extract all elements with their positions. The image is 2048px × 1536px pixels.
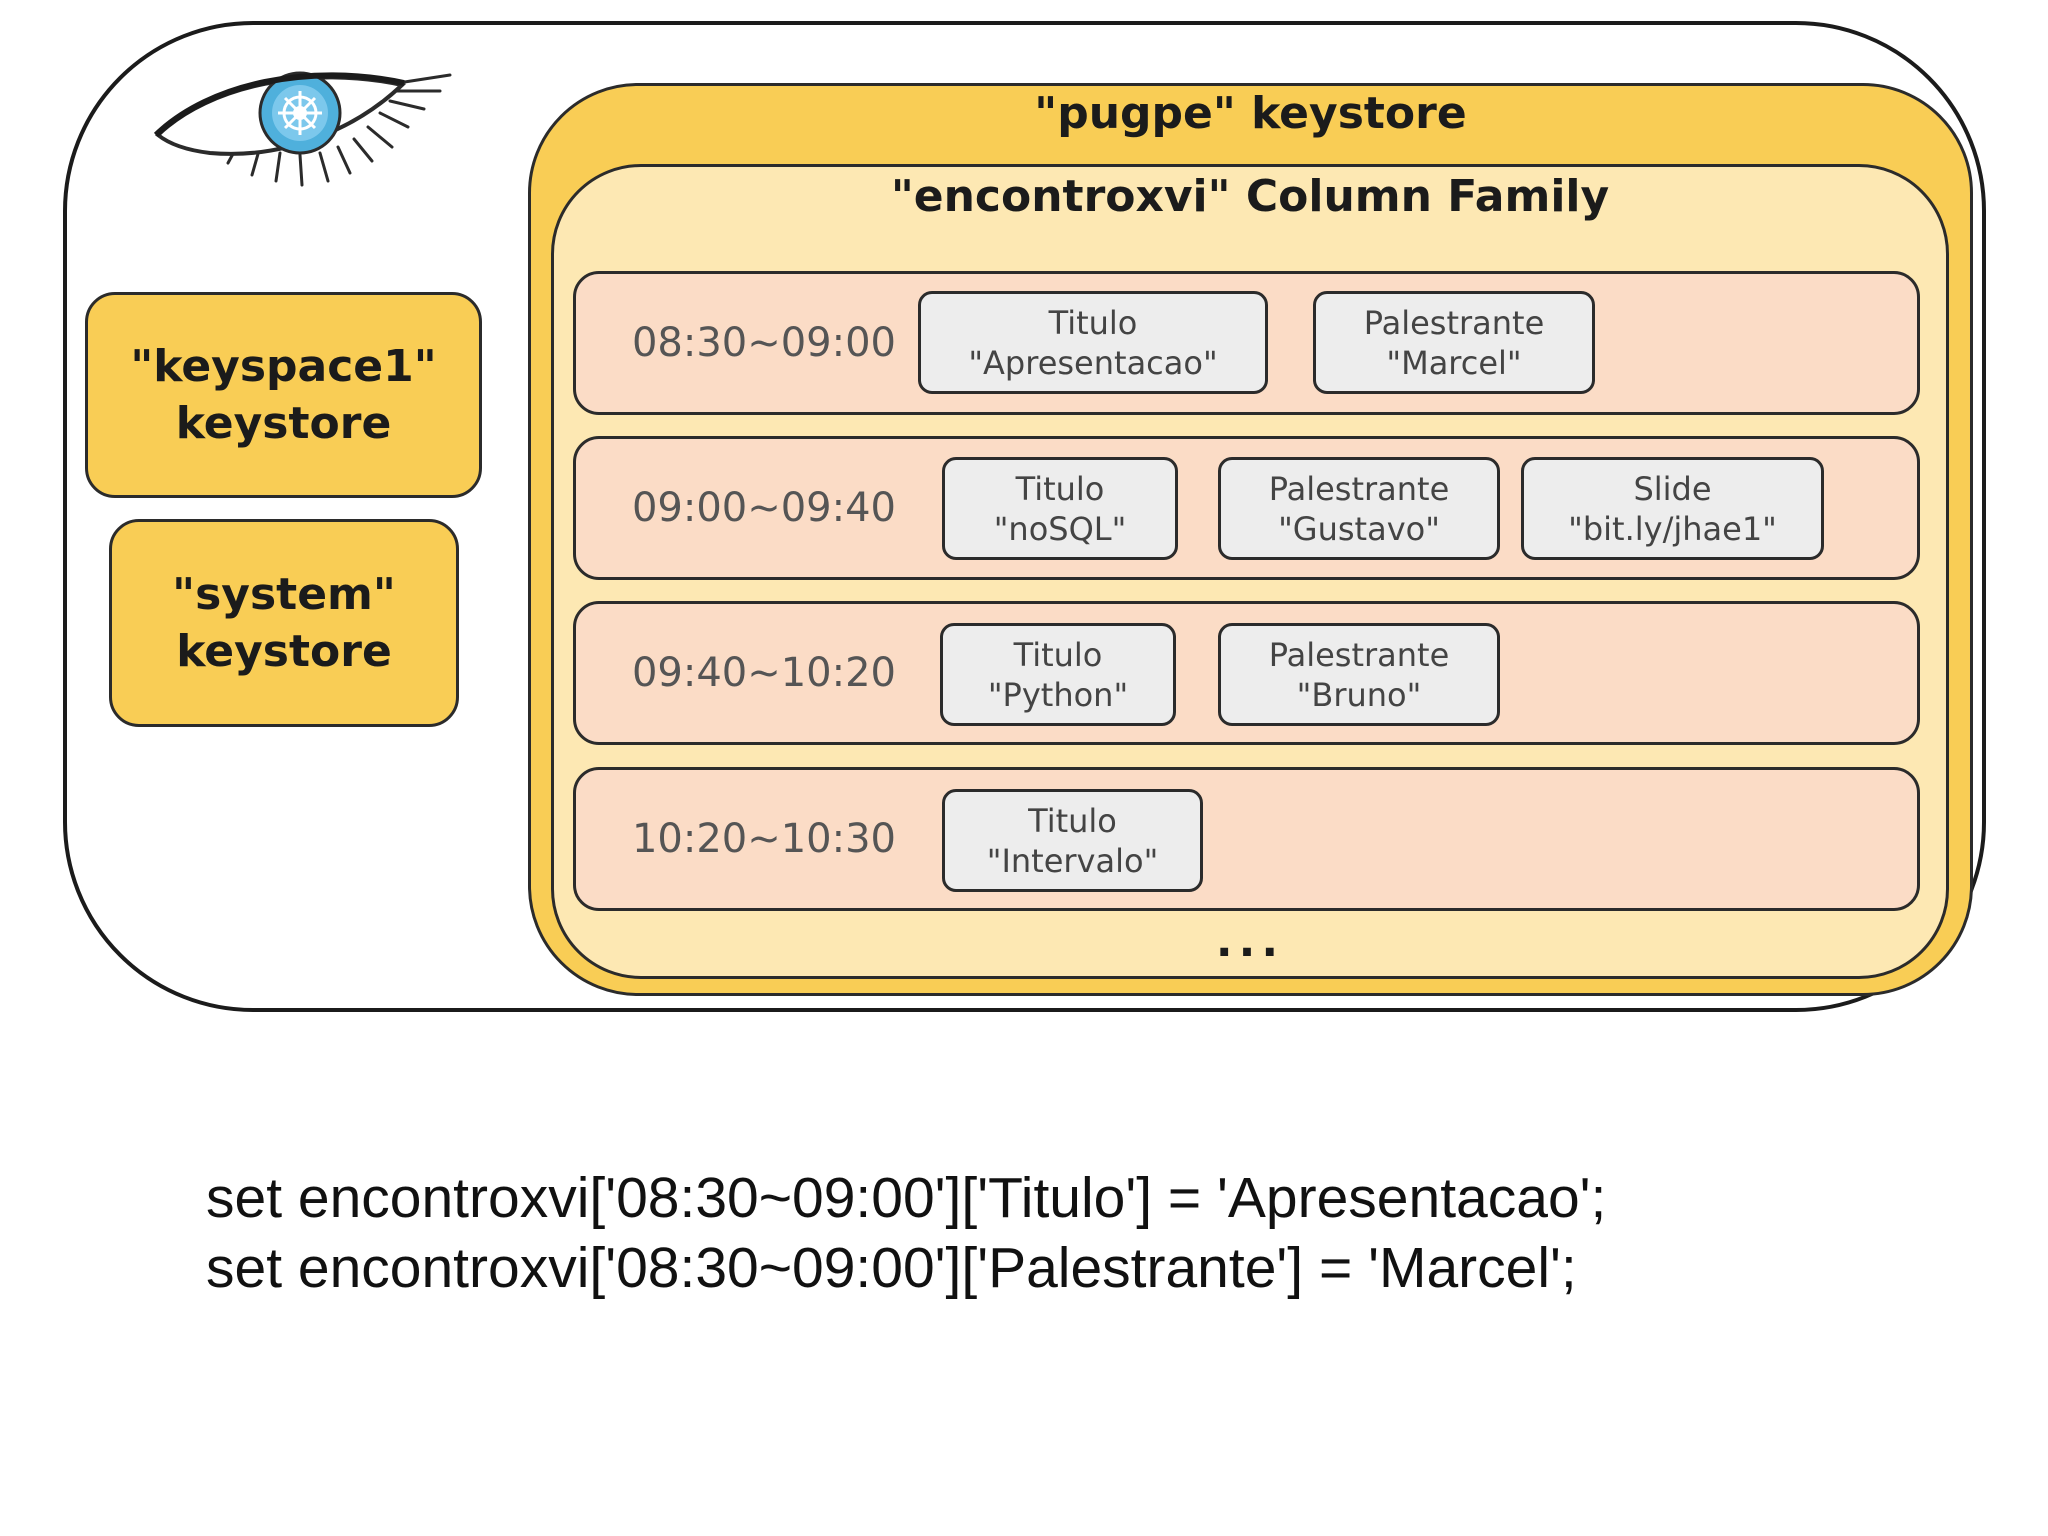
column-family-title: "encontroxvi" Column Family	[890, 171, 1610, 222]
column-value: "noSQL"	[993, 509, 1127, 548]
column-value: "Python"	[987, 675, 1129, 714]
row-key: 09:00~09:40	[631, 485, 896, 531]
cassandra-eye-logo	[153, 71, 452, 187]
column-value: "Gustavo"	[1278, 509, 1440, 548]
keystore-name: "keyspace1"	[130, 341, 437, 392]
column-name: Titulo	[1013, 635, 1103, 674]
row-1020-1030	[573, 767, 1920, 911]
keystore-keyspace1: "keyspace1" keystore	[85, 292, 482, 498]
column-titulo: Titulo "Apresentacao"	[918, 291, 1268, 394]
code-snippet: set encontroxvi['08:30~09:00']['Titulo']…	[206, 1163, 1606, 1303]
column-name: Slide	[1633, 469, 1712, 508]
column-name: Titulo	[1015, 469, 1105, 508]
column-titulo: Titulo "Python"	[940, 623, 1176, 726]
column-name: Titulo	[1048, 303, 1138, 342]
column-value: "Marcel"	[1386, 343, 1522, 382]
row-key: 08:30~09:00	[631, 320, 896, 366]
column-value: "Bruno"	[1296, 675, 1422, 714]
column-titulo: Titulo "Intervalo"	[942, 789, 1203, 892]
keystore-label: keystore	[175, 398, 392, 449]
column-palestrante: Palestrante "Marcel"	[1313, 291, 1595, 394]
column-value: "Apresentacao"	[968, 343, 1218, 382]
keystore-label: keystore	[176, 626, 392, 677]
row-key: 09:40~10:20	[631, 650, 896, 696]
column-palestrante: Palestrante "Bruno"	[1218, 623, 1500, 726]
column-value: "Intervalo"	[986, 841, 1159, 880]
row-key: 10:20~10:30	[631, 816, 896, 862]
column-slide: Slide "bit.ly/jhae1"	[1521, 457, 1824, 560]
column-name: Palestrante	[1268, 469, 1450, 508]
column-name: Palestrante	[1268, 635, 1450, 674]
column-palestrante: Palestrante "Gustavo"	[1218, 457, 1500, 560]
more-rows-ellipsis: ...	[1215, 916, 1285, 967]
column-name: Titulo	[1028, 801, 1117, 840]
column-titulo: Titulo "noSQL"	[942, 457, 1178, 560]
keystore-pugpe-title: "pugpe" keystore	[1034, 88, 1467, 139]
code-line: set encontroxvi['08:30~09:00']['Titulo']…	[206, 1166, 1607, 1230]
keystore-system: "system" keystore	[109, 519, 459, 727]
keystore-name: "system"	[172, 569, 396, 620]
code-line: set encontroxvi['08:30~09:00']['Palestra…	[206, 1236, 1577, 1300]
column-name: Palestrante	[1363, 303, 1545, 342]
column-value: "bit.ly/jhae1"	[1568, 509, 1777, 548]
